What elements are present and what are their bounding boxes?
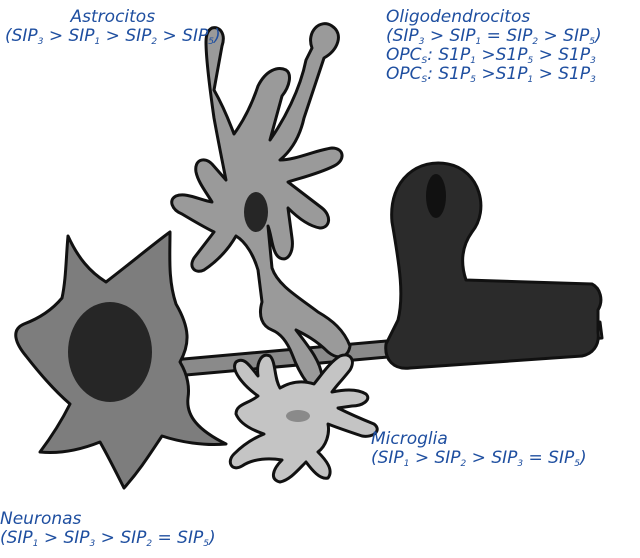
subscript: 2 — [461, 459, 467, 469]
oligodendrocyte-cell — [386, 163, 601, 368]
opc-ratio-line-2: OPCS: S1P5 >S1P1 > S1P3 — [386, 65, 602, 84]
astrocyte-ratio-line: (SIP3 > SIP1 > SIP2 > SIP5) — [5, 27, 221, 46]
microglia-ratio-line: (SIP1 > SIP2 > SIP3 = SIP5) — [371, 449, 587, 468]
astrocyte-label: Astrocitos (SIP3 > SIP1 > SIP2 > SIP5) — [5, 8, 221, 46]
subscript: 1 — [95, 37, 101, 47]
subscript: 5 — [470, 75, 476, 85]
oligodendrocyte-ratio-line: (SIP3 > SIP1 = SIP2 > SIP5) — [386, 27, 602, 46]
microglia-label: Microglia (SIP1 > SIP2 > SIP3 = SIP5) — [371, 430, 587, 468]
microglia-nucleus — [286, 410, 310, 422]
subscript: 3 — [590, 75, 596, 85]
subscript: 5 — [574, 459, 580, 469]
astrocyte-title: Astrocitos — [5, 8, 221, 27]
subscript: S — [422, 75, 428, 85]
subscript: 3 — [90, 539, 96, 549]
subscript: 5 — [203, 539, 209, 549]
neuron-label: Neuronas (SIP1 > SIP3 > SIP2 = SIP5) — [0, 510, 216, 548]
oligodendrocyte-label: Oligodendrocitos (SIP3 > SIP1 = SIP2 > S… — [386, 8, 602, 84]
subscript: 1 — [527, 75, 533, 85]
neuron-title: Neuronas — [0, 510, 216, 529]
subscript: 2 — [146, 539, 152, 549]
astrocyte-nucleus — [244, 192, 268, 232]
subscript: 2 — [151, 37, 157, 47]
subscript: 3 — [38, 37, 44, 47]
oligodendrocyte-title: Oligodendrocitos — [386, 8, 602, 27]
subscript: 3 — [517, 459, 523, 469]
subscript: 1 — [404, 459, 410, 469]
microglia-title: Microglia — [371, 430, 587, 449]
opc-ratio-line-1: OPCS: S1P1 >S1P5 > S1P3 — [386, 46, 602, 65]
oligodendrocyte-nucleus — [426, 174, 446, 218]
neuron-ratio-line: (SIP1 > SIP3 > SIP2 = SIP5) — [0, 529, 216, 548]
subscript: 5 — [208, 37, 214, 47]
neuron-nucleus — [68, 302, 152, 402]
subscript: 1 — [33, 539, 39, 549]
